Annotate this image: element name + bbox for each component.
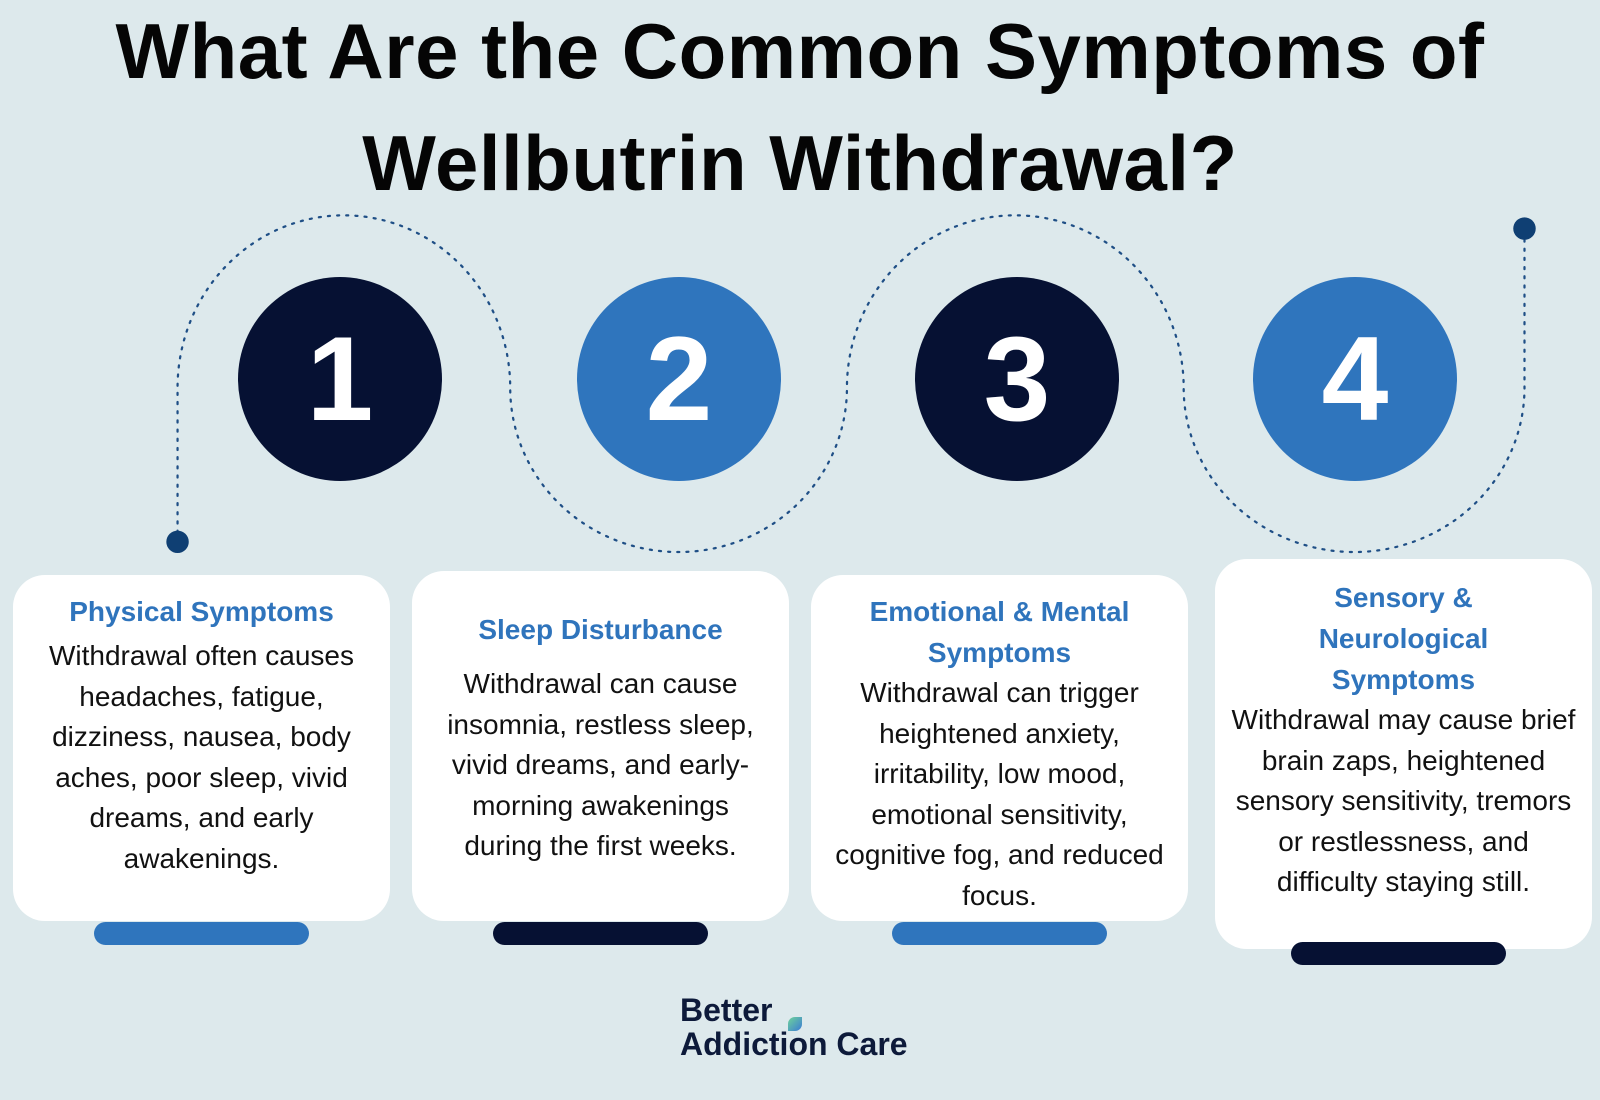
step-number: 2 [645, 312, 713, 446]
card-physical-symptoms: Physical Symptoms Withdrawal often cause… [13, 575, 390, 921]
leaf-icon [788, 1017, 802, 1031]
step-1-circle: 1 [238, 277, 442, 481]
step-number: 4 [1321, 312, 1389, 446]
step-number: 1 [306, 312, 374, 446]
step-2-circle: 2 [577, 277, 781, 481]
card-heading: Emotional & Mental Symptoms [869, 596, 1130, 668]
card-heading: Sleep Disturbance [478, 614, 723, 645]
logo-line-2: Addiction Care [680, 1026, 908, 1062]
card-3-accent-bar [892, 922, 1107, 945]
logo-line-1: Better [680, 992, 773, 1028]
path-end-dot [1513, 217, 1536, 240]
card-body: Withdrawal can trigger heightened anxiet… [835, 677, 1164, 911]
step-4-circle: 4 [1253, 277, 1457, 481]
path-start-dot [166, 530, 189, 554]
better-addiction-care-logo: Better Addiction Care [680, 993, 908, 1061]
card-body: Withdrawal can cause insomnia, restless … [447, 668, 754, 861]
card-body: Withdrawal often causes headaches, fatig… [48, 640, 355, 874]
card-1-accent-bar [94, 922, 309, 945]
card-2-accent-bar [493, 922, 708, 945]
card-4-accent-bar [1291, 942, 1506, 965]
card-sensory-neurological: Sensory & Neurological Symptoms Withdraw… [1215, 559, 1592, 949]
card-heading: Sensory & Neurological Symptoms [1318, 582, 1489, 695]
card-emotional-mental: Emotional & Mental Symptoms Withdrawal c… [811, 575, 1188, 921]
step-number: 3 [983, 312, 1051, 446]
step-3-circle: 3 [915, 277, 1119, 481]
card-heading: Physical Symptoms [69, 596, 334, 627]
card-sleep-disturbance: Sleep Disturbance Withdrawal can cause i… [412, 571, 789, 921]
title-line-2: Wellbutrin Withdrawal? [362, 119, 1238, 207]
card-body: Withdrawal may cause brief brain zaps, h… [1231, 704, 1576, 897]
title-line-1: What Are the Common Symptoms of [115, 7, 1485, 95]
